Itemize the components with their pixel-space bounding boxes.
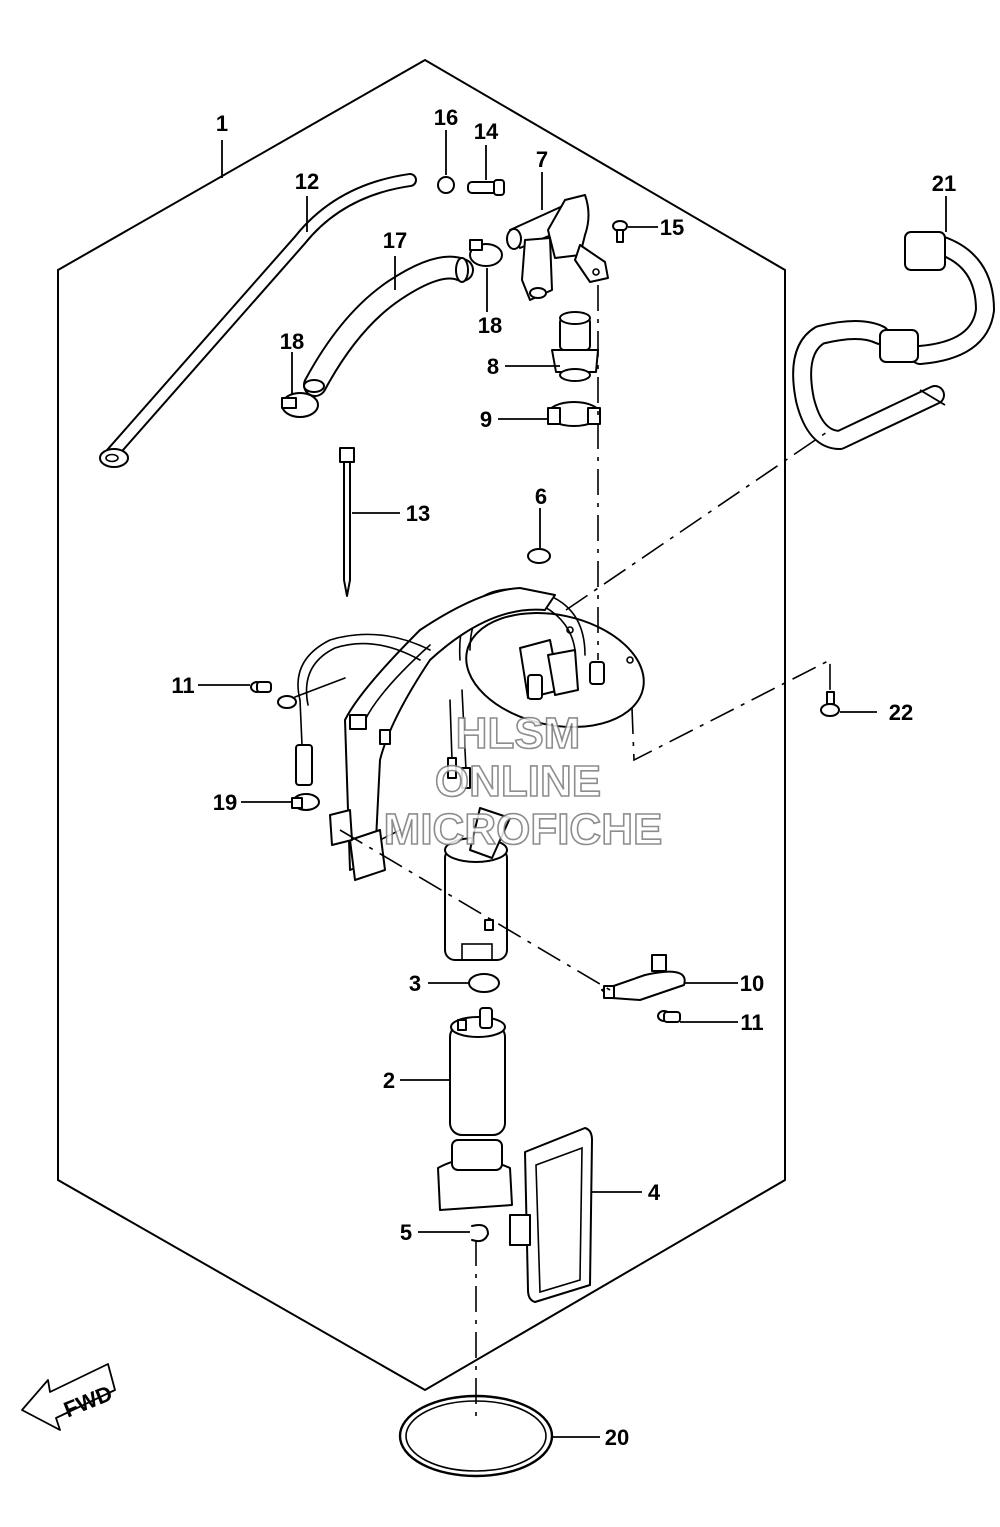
screw-part-15 (612, 220, 628, 243)
callout-20: 20 (605, 1425, 629, 1450)
callout-18-left: 18 (280, 329, 304, 354)
callout-9: 9 (480, 407, 492, 432)
callout-10: 10 (740, 971, 764, 996)
o-ring-part-3 (468, 973, 500, 993)
valve-part-8 (551, 311, 599, 382)
callout-1: 1 (216, 111, 228, 136)
pump-assembly (277, 587, 645, 961)
callout-13: 13 (406, 501, 430, 526)
gasket-part-20 (398, 1394, 554, 1478)
callout-22: 22 (889, 700, 913, 725)
bracket-part-9 (547, 401, 601, 427)
bolt-part-22 (820, 691, 840, 717)
clip-part-5 (471, 1224, 489, 1243)
callout-17: 17 (383, 228, 407, 253)
callout-4: 4 (648, 1180, 661, 1205)
callout-15: 15 (660, 215, 684, 240)
assembly-frame (57, 58, 786, 1392)
hose-clip-part-18-right (469, 239, 503, 267)
clip-part-19 (291, 793, 320, 811)
nozzle-part-14 (467, 179, 505, 196)
callout-12: 12 (295, 169, 319, 194)
band-part-10 (601, 954, 686, 1001)
watermark-line-3: MICROFICHE (384, 805, 663, 854)
callout-16: 16 (434, 105, 458, 130)
callout-7: 7 (536, 147, 548, 172)
callout-11-upper: 11 (171, 673, 194, 698)
o-ring-part-6 (527, 548, 551, 564)
callout-11-lower: 11 (740, 1010, 763, 1035)
watermark-line-1: HLSM (456, 709, 581, 758)
callout-14: 14 (474, 119, 499, 144)
breather-hose-part-12 (99, 173, 417, 468)
callout-labels: 1 12 16 14 7 15 17 18 18 8 9 13 6 11 19 … (171, 105, 956, 1450)
callout-8: 8 (487, 354, 499, 379)
fuel-hose-part-21 (792, 231, 995, 450)
cable-tie-part-13 (339, 447, 355, 597)
watermark: HLSM ONLINE MICROFICHE (383, 708, 663, 855)
screw-part-11-upper (250, 681, 272, 693)
ring-part-16 (437, 176, 455, 194)
watermark-line-2: ONLINE (435, 757, 601, 806)
regulator-part-7 (506, 194, 609, 301)
callout-21: 21 (932, 171, 956, 196)
callout-2: 2 (383, 1068, 395, 1093)
callout-18-right: 18 (478, 313, 502, 338)
hose-clip-part-18-left (281, 392, 319, 418)
callout-19: 19 (213, 790, 237, 815)
fwd-arrow-icon: FWD (21, 1363, 116, 1431)
fuel-pump-part-2 (449, 1007, 506, 1136)
leader-lines (198, 130, 947, 1438)
callout-6: 6 (535, 484, 547, 509)
screw-part-11-lower (657, 1010, 681, 1023)
filter-part-4 (437, 1127, 593, 1303)
callout-5: 5 (400, 1220, 412, 1245)
assembly-dashed-lines (339, 285, 831, 1420)
hose-part-17 (303, 255, 474, 397)
callout-3: 3 (409, 971, 421, 996)
